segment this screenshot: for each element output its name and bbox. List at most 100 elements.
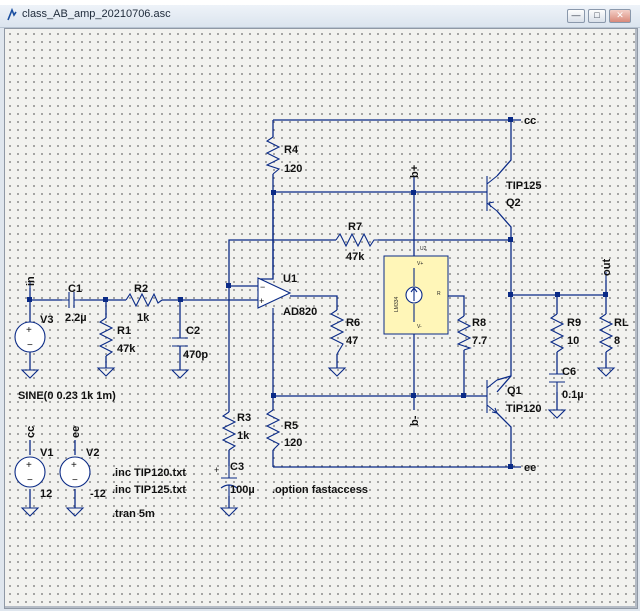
resistor-r2[interactable]: R2 1k: [125, 283, 163, 324]
resistor-r3[interactable]: R3 1k: [221, 411, 251, 451]
v3-name: V3: [40, 314, 53, 326]
c2-value: 470p: [183, 349, 208, 361]
title-bar: class_AB_amp_20210706.asc — □ ✕: [0, 5, 640, 28]
net-labels: in out cc ee b+ b- cc ee: [25, 115, 613, 474]
u2-pin-r: R: [437, 291, 441, 297]
u2-part: LM334: [394, 296, 400, 312]
close-button[interactable]: ✕: [609, 9, 631, 23]
c6-value: 0.1µ: [562, 389, 584, 401]
svg-text:−: −: [27, 475, 33, 486]
resistor-rl[interactable]: RL 8: [598, 313, 629, 353]
q1-collector-wire[interactable]: [496, 375, 512, 381]
transistor-q2[interactable]: TIP125 Q2: [486, 175, 541, 212]
c1-name: C1: [68, 283, 82, 295]
directive-inc-tip125[interactable]: .inc TIP125.txt: [112, 484, 186, 496]
top-strip: [0, 0, 640, 5]
r4-value: 120: [284, 163, 302, 175]
voltage-source-v3[interactable]: + − V3 SINE(0 0.23 1k 1m): [14, 314, 116, 402]
c6-name: C6: [562, 366, 576, 378]
r3-value: 1k: [237, 430, 250, 442]
net-bplus: b+: [409, 165, 421, 178]
r5-name: R5: [284, 420, 298, 432]
resistor-r6[interactable]: R6 47: [329, 309, 360, 355]
resistor-r9[interactable]: R9 10: [549, 313, 581, 353]
voltage-source-v2[interactable]: + − V2 -12: [59, 447, 106, 500]
u1-name: U1: [283, 273, 297, 285]
capacitor-c1[interactable]: C1 2.2µ: [62, 283, 87, 324]
spice-directives[interactable]: .inc TIP120.txt .inc TIP125.txt .tran 5m…: [112, 467, 368, 520]
resistor-r8[interactable]: R8 7.7: [456, 315, 487, 351]
c1-value: 2.2µ: [65, 312, 87, 324]
net-cc-v1: cc: [25, 426, 37, 438]
v1-name: V1: [40, 447, 53, 459]
net-out: out: [601, 259, 613, 276]
junction-dots: [27, 117, 608, 469]
rl-name: RL: [614, 317, 629, 329]
net-cc-top: cc: [524, 115, 536, 127]
directive-option[interactable]: .option fastaccess: [272, 484, 368, 496]
capacitor-c6[interactable]: C6 0.1µ: [549, 366, 584, 401]
q1-name: Q1: [507, 385, 522, 397]
resistor-r1[interactable]: R1 47k: [98, 317, 136, 357]
r8-value: 7.7: [472, 335, 487, 347]
voltage-source-v1[interactable]: + − V1 12: [14, 447, 53, 500]
v2-value: -12: [90, 488, 106, 500]
window-title: class_AB_amp_20210706.asc: [22, 8, 171, 20]
r6-value: 47: [346, 335, 358, 347]
svg-text:U2: U2: [420, 246, 427, 252]
r2-name: R2: [134, 283, 148, 295]
maximize-button[interactable]: □: [588, 9, 606, 23]
net-ee-v2: ee: [70, 426, 82, 438]
capacitor-c3[interactable]: + C3 100µ: [214, 461, 255, 496]
svg-text:+: +: [26, 460, 32, 471]
c3-value: 100µ: [230, 484, 255, 496]
current-source-u2[interactable]: U2 V+ V- R LM334: [383, 246, 449, 335]
u2-pin-vminus: V-: [417, 324, 422, 330]
svg-text:+: +: [26, 325, 32, 336]
r7-name: R7: [348, 221, 362, 233]
u1-value: AD820: [283, 306, 317, 318]
resistor-r5[interactable]: R5 120: [265, 409, 302, 451]
directive-inc-tip120[interactable]: .inc TIP120.txt: [112, 467, 186, 479]
v3-value: SINE(0 0.23 1k 1m): [18, 390, 116, 402]
r8-name: R8: [472, 317, 486, 329]
directive-tran[interactable]: .tran 5m: [112, 508, 155, 520]
r1-name: R1: [117, 325, 131, 337]
capacitor-c2[interactable]: C2 470p: [172, 325, 208, 361]
v2-name: V2: [86, 447, 99, 459]
net-in: in: [25, 276, 37, 286]
q1-value: TIP120: [506, 403, 541, 415]
transistor-q1[interactable]: Q1 TIP120: [486, 379, 541, 415]
svg-text:+: +: [71, 460, 77, 471]
r7-value: 47k: [346, 251, 365, 263]
resistor-r4[interactable]: R4 120: [265, 136, 302, 175]
net-ee-bottom: ee: [524, 462, 536, 474]
ground-symbols: [20, 367, 616, 517]
svg-text:−: −: [72, 475, 78, 486]
r3-name: R3: [237, 412, 251, 424]
r1-value: 47k: [117, 343, 136, 355]
q2-name: Q2: [506, 197, 521, 209]
minimize-button[interactable]: —: [567, 9, 585, 23]
q2-value: TIP125: [506, 180, 541, 192]
svg-text:+: +: [214, 465, 219, 475]
c2-name: C2: [186, 325, 200, 337]
net-bminus: b-: [409, 415, 421, 426]
resistor-r7[interactable]: R7 47k: [335, 221, 378, 263]
svg-text:−: −: [260, 282, 265, 292]
u2-pin-vplus: V+: [417, 261, 423, 267]
c3-name: C3: [230, 461, 244, 473]
svg-text:−: −: [27, 340, 33, 351]
v1-value: 12: [40, 488, 52, 500]
r9-name: R9: [567, 317, 581, 329]
rl-value: 8: [614, 335, 620, 347]
r9-value: 10: [567, 335, 579, 347]
ltspice-app-icon[interactable]: [5, 8, 19, 22]
schematic-canvas[interactable]: [5, 29, 635, 606]
r4-name: R4: [284, 144, 299, 156]
wires[interactable]: [29, 119, 607, 508]
opamp-u1[interactable]: − + U1 AD820: [257, 270, 317, 318]
svg-text:+: +: [259, 296, 264, 306]
r5-value: 120: [284, 437, 302, 449]
